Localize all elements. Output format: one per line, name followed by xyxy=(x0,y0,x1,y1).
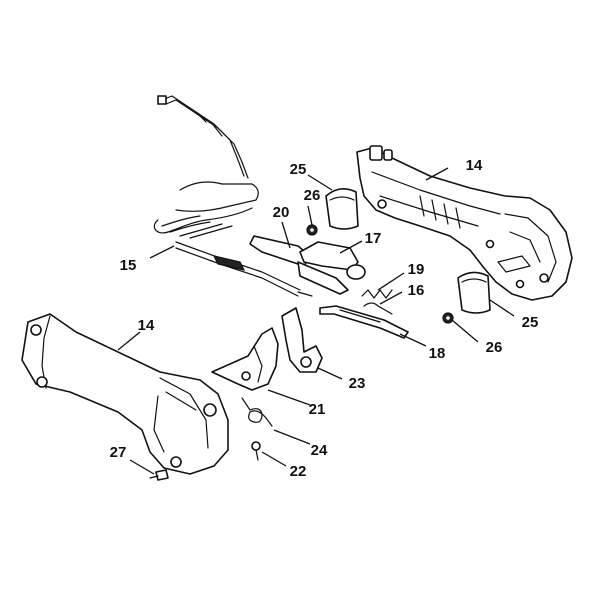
callout-21: 21 xyxy=(309,401,326,418)
contact-spring xyxy=(361,289,393,299)
callout-15: 15 xyxy=(120,257,137,274)
callout-16: 16 xyxy=(408,282,425,299)
callout-24: 24 xyxy=(311,442,328,459)
clamp-lower xyxy=(457,271,491,314)
torsion-spring xyxy=(241,397,273,427)
screw-22 xyxy=(251,441,261,461)
callout-18: 18 xyxy=(429,345,446,362)
callout-27: 27 xyxy=(110,444,127,461)
trigger-lockout xyxy=(281,307,323,373)
trigger-interlock xyxy=(299,241,366,280)
callout-17: 17 xyxy=(365,230,382,247)
screw-lower xyxy=(442,312,454,324)
callout-14-lower: 14 xyxy=(138,317,155,334)
screw-27 xyxy=(149,469,169,481)
leg-spring xyxy=(363,302,393,315)
callout-22: 22 xyxy=(290,463,307,480)
callout-leaders xyxy=(117,167,515,475)
callout-25-lower: 25 xyxy=(522,314,539,331)
upper-handle-housing xyxy=(356,145,573,301)
switch-lever xyxy=(249,235,349,295)
callout-26-upper: 26 xyxy=(304,187,321,204)
clamp-upper xyxy=(325,188,359,230)
callout-26-lower: 26 xyxy=(486,339,503,356)
callout-20: 20 xyxy=(273,204,290,221)
throttle-trigger xyxy=(211,327,279,391)
callout-14-upper: 14 xyxy=(466,157,483,174)
cable-harness xyxy=(153,95,313,297)
callout-23: 23 xyxy=(349,375,366,392)
screw-upper xyxy=(306,224,318,236)
lower-handle-tube xyxy=(21,313,229,475)
switch-contact-lever xyxy=(319,305,409,339)
callout-25-upper: 25 xyxy=(290,161,307,178)
callout-19: 19 xyxy=(408,261,425,278)
